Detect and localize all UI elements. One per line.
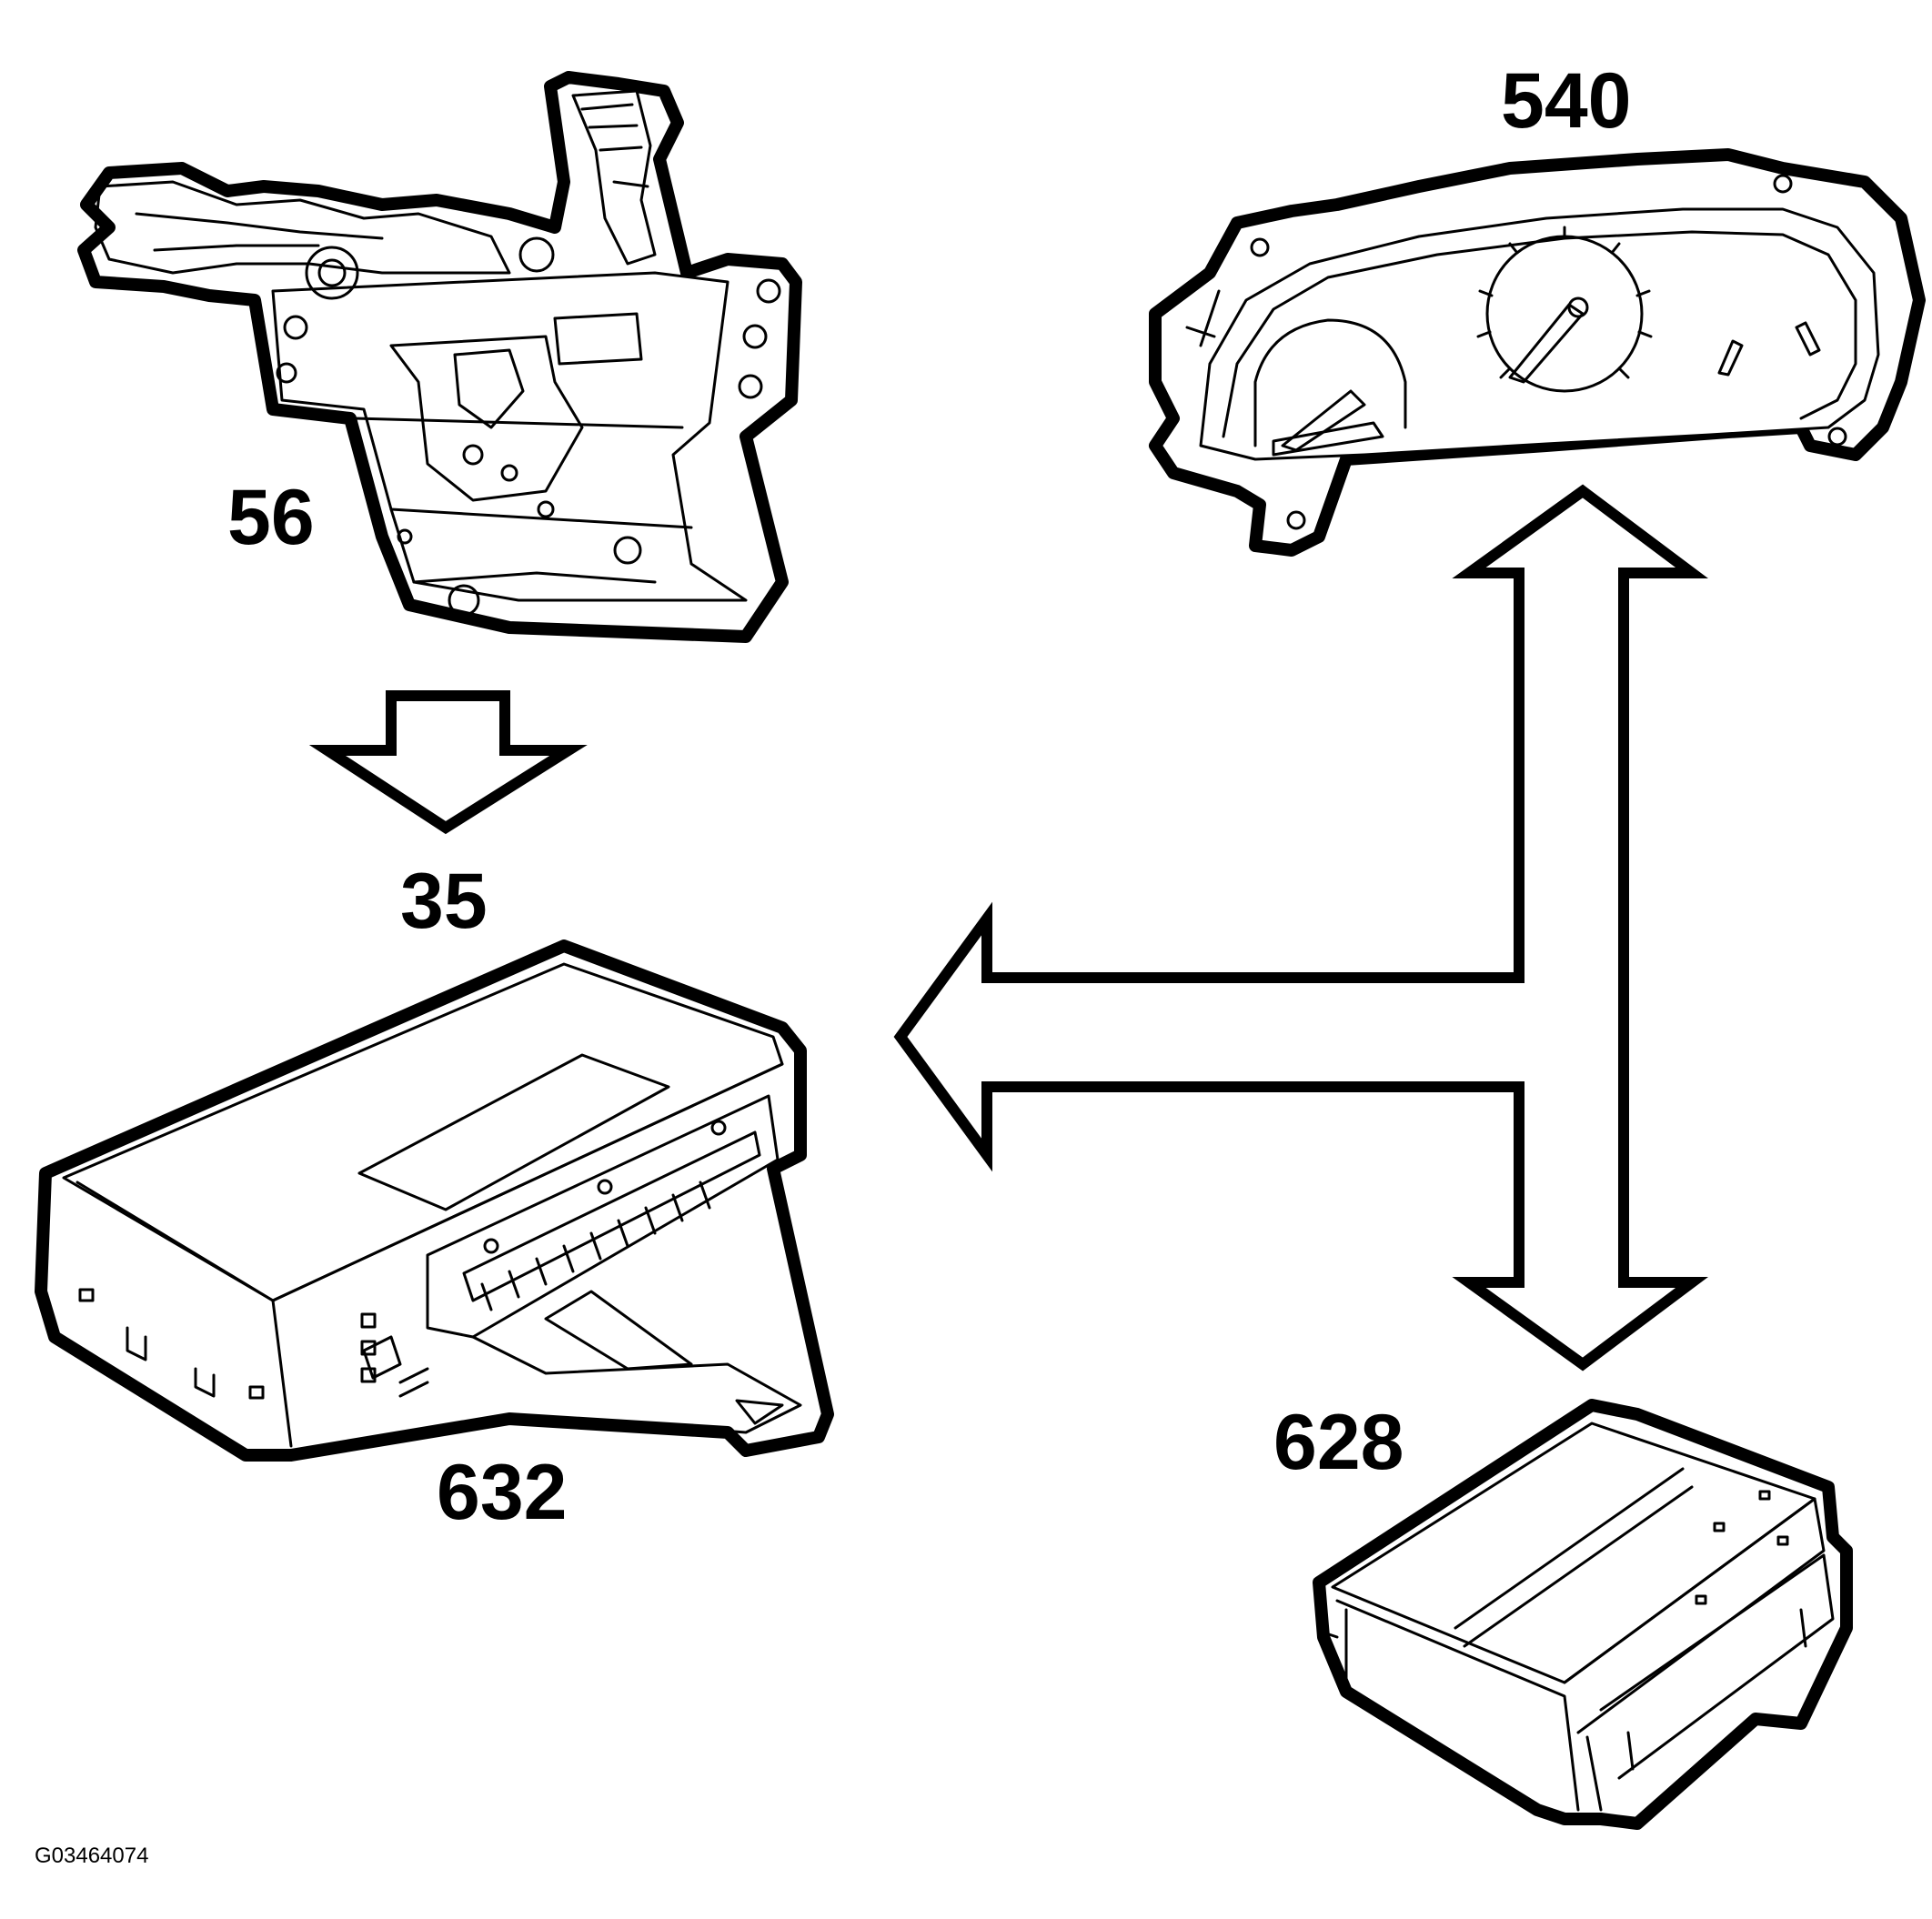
bidirectional-arrow-with-branch	[893, 484, 1708, 1371]
callout-35: 35	[400, 858, 488, 945]
component-628-module	[1313, 1399, 1853, 1830]
callout-632: 632	[437, 1449, 568, 1536]
down-arrow	[308, 690, 588, 835]
component-56-bracket	[77, 71, 802, 643]
figure-id: G03464074	[35, 1844, 148, 1868]
component-632-control-module	[35, 939, 834, 1462]
component-540-instrument-cluster	[1149, 148, 1926, 557]
callout-628: 628	[1273, 1399, 1404, 1486]
callout-540: 540	[1501, 57, 1632, 145]
callout-56: 56	[227, 474, 315, 561]
